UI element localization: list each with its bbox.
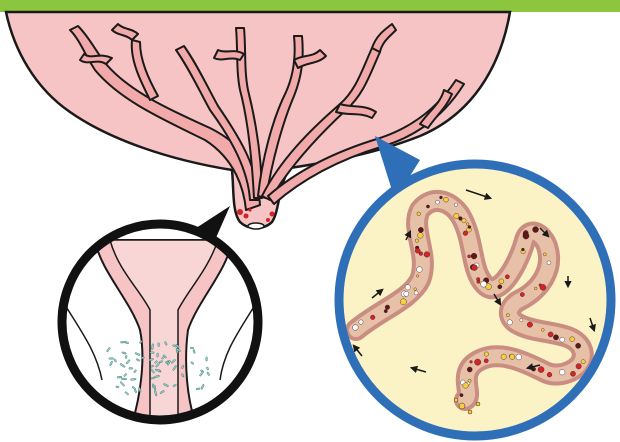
inflammatory-cell [385, 305, 390, 310]
inflammatory-cell [415, 248, 420, 253]
bacterium [166, 361, 169, 363]
inflammatory-cell [460, 394, 463, 397]
inflammatory-cell [505, 275, 509, 279]
inflammatory-cell [404, 291, 409, 296]
inflammatory-cell [520, 292, 524, 296]
bacterium [154, 385, 156, 390]
bacterium [109, 358, 113, 360]
bacterium [121, 378, 127, 380]
inflammatory-cell [516, 354, 522, 360]
inflammatory-cell [523, 233, 529, 239]
inflammatory-cell [541, 328, 544, 331]
inflammatory-cell [509, 354, 514, 359]
inflammatory-cell [553, 335, 558, 340]
inflammatory-cell [417, 212, 421, 216]
inflammatory-cell [426, 205, 429, 208]
top-bar [0, 0, 620, 12]
inflammatory-cell [370, 315, 375, 320]
inflammatory-cell [476, 277, 479, 280]
inflammatory-cell [547, 261, 551, 265]
inflammatory-cell [424, 252, 430, 258]
inflammatory-cell [454, 203, 457, 206]
inflammatory-cell [470, 360, 473, 363]
inflammatory-cell [466, 223, 469, 226]
inflammatory-cell [415, 239, 419, 243]
inflammatory-cell [405, 285, 410, 290]
inflammatory-cell [481, 281, 487, 287]
inflammatory-cell [560, 337, 565, 342]
inflammatory-cell [533, 227, 539, 233]
inflammatory-cell [359, 320, 363, 324]
inflammatory-cell [474, 359, 480, 365]
nipple-cross-section-bubble [60, 206, 260, 430]
inflammatory-cell [507, 320, 512, 325]
inflammatory-cell [444, 197, 449, 202]
inflammatory-cell [435, 200, 439, 204]
inflammatory-cell [416, 275, 418, 277]
inflammatory-cell [540, 284, 546, 290]
inflammatory-cell [454, 213, 459, 218]
inflammatory-cell [570, 371, 575, 376]
inflammatory-cell [484, 359, 488, 363]
inflammatory-cell [471, 253, 477, 259]
inflammatory-cell [559, 369, 565, 375]
inflammatory-cell [463, 383, 469, 389]
inflammatory-cell [417, 267, 423, 273]
inflammatory-cell [467, 367, 472, 372]
inflammatory-cell [498, 285, 502, 289]
inflammatory-cell [414, 291, 418, 295]
bacterium [190, 347, 193, 349]
inflammatory-cell [476, 402, 480, 406]
bacterium [117, 376, 122, 378]
inflammatory-cell [462, 218, 466, 222]
bacterium [157, 353, 159, 357]
inflammatory-cell [384, 309, 387, 312]
inflammatory-cell [468, 255, 471, 258]
bacterium [158, 343, 160, 347]
inflammatory-cell [576, 343, 581, 348]
bacterium [206, 357, 208, 361]
inflammatory-cell [538, 367, 544, 373]
inflammatory-cell [499, 279, 504, 284]
inflammatory-cell [543, 253, 546, 256]
inflammatory-cell [468, 226, 471, 229]
inflammatory-cell [418, 227, 423, 232]
inflammatory-cell [501, 354, 506, 359]
bacterium [130, 378, 136, 380]
inflammatory-cell [576, 364, 581, 369]
inflammatory-cell [506, 314, 509, 317]
inflammatory-cell [459, 217, 463, 221]
inflammatory-cell [581, 360, 585, 364]
inflammatory-cell [548, 332, 553, 337]
inflamed-duct-bubble [339, 136, 611, 436]
inflammatory-cell [440, 196, 443, 199]
inflammatory-cell [418, 233, 424, 239]
inflammatory-cell [468, 410, 472, 414]
inflammatory-cell [484, 352, 488, 356]
inflammatory-cell [463, 231, 468, 236]
inflammatory-cell [527, 322, 532, 327]
inflammatory-cell [471, 265, 477, 271]
inflammatory-cell [454, 398, 458, 402]
bacterium [150, 352, 154, 354]
inflammatory-cell [570, 337, 575, 342]
inflammatory-cell [547, 372, 552, 377]
inflammatory-cell [400, 299, 406, 305]
inflammatory-cell [352, 325, 358, 331]
inflammatory-cell [414, 288, 417, 291]
bacterium [129, 367, 133, 369]
inflammatory-cell [459, 403, 465, 409]
inflammatory-cell [520, 319, 523, 322]
inflammatory-cell [534, 287, 537, 290]
inflammatory-cell [522, 248, 525, 251]
bacterium [125, 342, 128, 344]
